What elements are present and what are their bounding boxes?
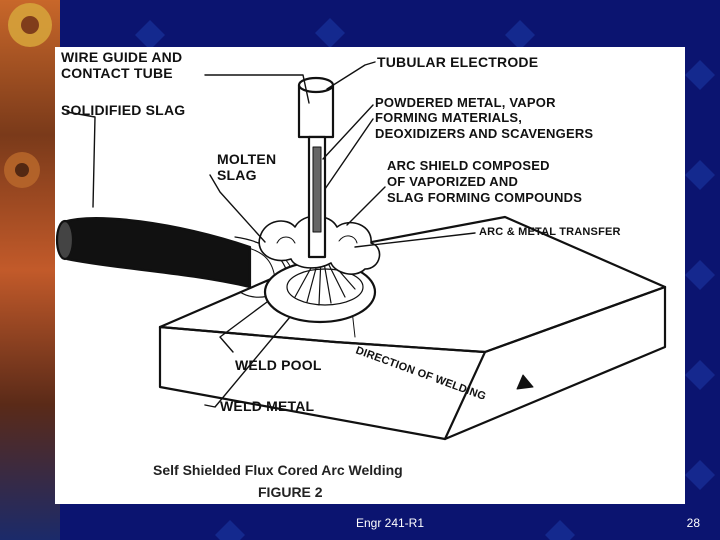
svg-text:POWDERED METAL, VAPOR: POWDERED METAL, VAPOR [375, 95, 556, 110]
label-direction-of-welding: DIRECTION OF WELDING [354, 345, 488, 403]
svg-text:SLAG: SLAG [217, 167, 257, 183]
leader-lines [66, 61, 476, 408]
label-weld-metal: WELD METAL [220, 398, 315, 414]
label-molten-slag: MOLTEN SLAG [217, 151, 276, 183]
svg-text:ARC SHIELD COMPOSED: ARC SHIELD COMPOSED [387, 158, 550, 173]
label-tubular-electrode: TUBULAR ELECTRODE [377, 54, 538, 70]
label-arc-shield: ARC SHIELD COMPOSED OF VAPORIZED AND SLA… [387, 158, 582, 205]
label-wire-guide: WIRE GUIDE AND CONTACT TUBE [61, 49, 182, 81]
label-solidified-slag: SOLIDIFIED SLAG [61, 102, 185, 118]
diamond-pattern [135, 18, 715, 540]
gear-icon [4, 152, 40, 188]
svg-text:OF VAPORIZED AND: OF VAPORIZED AND [387, 174, 518, 189]
welding-figure: WIRE GUIDE AND CONTACT TUBE TUBULAR ELEC… [55, 47, 685, 504]
label-weld-pool: WELD POOL [235, 357, 322, 373]
label-powdered-metal: POWDERED METAL, VAPOR FORMING MATERIALS,… [375, 95, 593, 141]
svg-text:MOLTEN: MOLTEN [217, 151, 276, 167]
left-decorative-strip [0, 0, 60, 540]
figure-caption: Self Shielded Flux Cored Arc Welding [153, 462, 403, 478]
svg-text:WIRE GUIDE AND: WIRE GUIDE AND [61, 49, 182, 65]
svg-text:SLAG FORMING COMPOUNDS: SLAG FORMING COMPOUNDS [387, 190, 582, 205]
slide-page-number: 28 [686, 516, 700, 530]
figure-number: FIGURE 2 [258, 484, 323, 500]
label-arc-metal-transfer: ARC & METAL TRANSFER [479, 226, 621, 238]
svg-text:CONTACT TUBE: CONTACT TUBE [61, 65, 173, 81]
tubular-electrode [297, 83, 335, 139]
svg-text:DEOXIDIZERS AND SCAVENGERS: DEOXIDIZERS AND SCAVENGERS [375, 126, 593, 141]
svg-text:FORMING MATERIALS,: FORMING MATERIALS, [375, 110, 522, 125]
footer-course-label: Engr 241-R1 [355, 516, 425, 530]
gear-icon [8, 3, 52, 47]
solidified-slag-bead [56, 217, 252, 289]
